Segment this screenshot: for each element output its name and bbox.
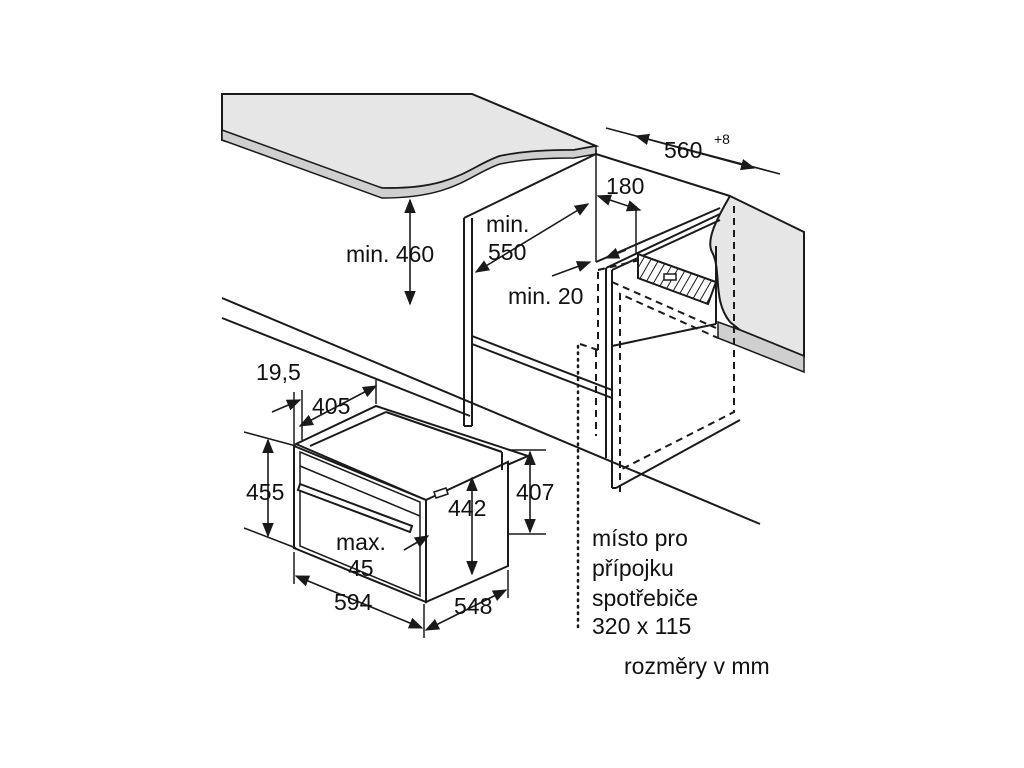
label-594: 594 <box>334 589 373 615</box>
label-19-5: 19,5 <box>256 359 301 385</box>
label-min-550-bottom: 550 <box>488 239 526 265</box>
connection-area <box>637 252 718 306</box>
label-548: 548 <box>454 593 492 619</box>
label-min-20: min. 20 <box>508 283 583 309</box>
connection-note: místo pro přípojku spotřebiče 320 x 115 <box>592 525 698 639</box>
units-note: rozměry v mm <box>624 653 770 679</box>
dimension-labels: min. 460 min. 550 min. 20 560 +8 180 19,… <box>246 131 730 619</box>
label-455: 455 <box>246 479 284 505</box>
worktop-right <box>709 194 805 374</box>
label-560: 560 <box>664 137 702 163</box>
appliance <box>293 404 531 604</box>
label-min-550-top: min. <box>486 211 529 237</box>
cabinet-niche <box>221 150 761 525</box>
label-560-tolerance: +8 <box>714 131 730 147</box>
hidden-edges <box>576 206 735 630</box>
worktop-left <box>221 93 600 199</box>
connection-note-line-1: místo pro <box>592 525 688 551</box>
connection-note-line-4: 320 x 115 <box>592 613 691 639</box>
label-min-460: min. 460 <box>346 241 434 267</box>
label-405: 405 <box>312 393 350 419</box>
label-180: 180 <box>606 173 644 199</box>
label-max-45-top: max. <box>336 529 386 555</box>
connection-note-line-2: přípojku <box>592 555 674 581</box>
dimension-lines <box>243 127 781 638</box>
label-max-45-bottom: 45 <box>348 555 374 581</box>
label-442: 442 <box>448 495 486 521</box>
connection-note-line-3: spotřebiče <box>592 585 698 611</box>
label-407: 407 <box>516 479 554 505</box>
